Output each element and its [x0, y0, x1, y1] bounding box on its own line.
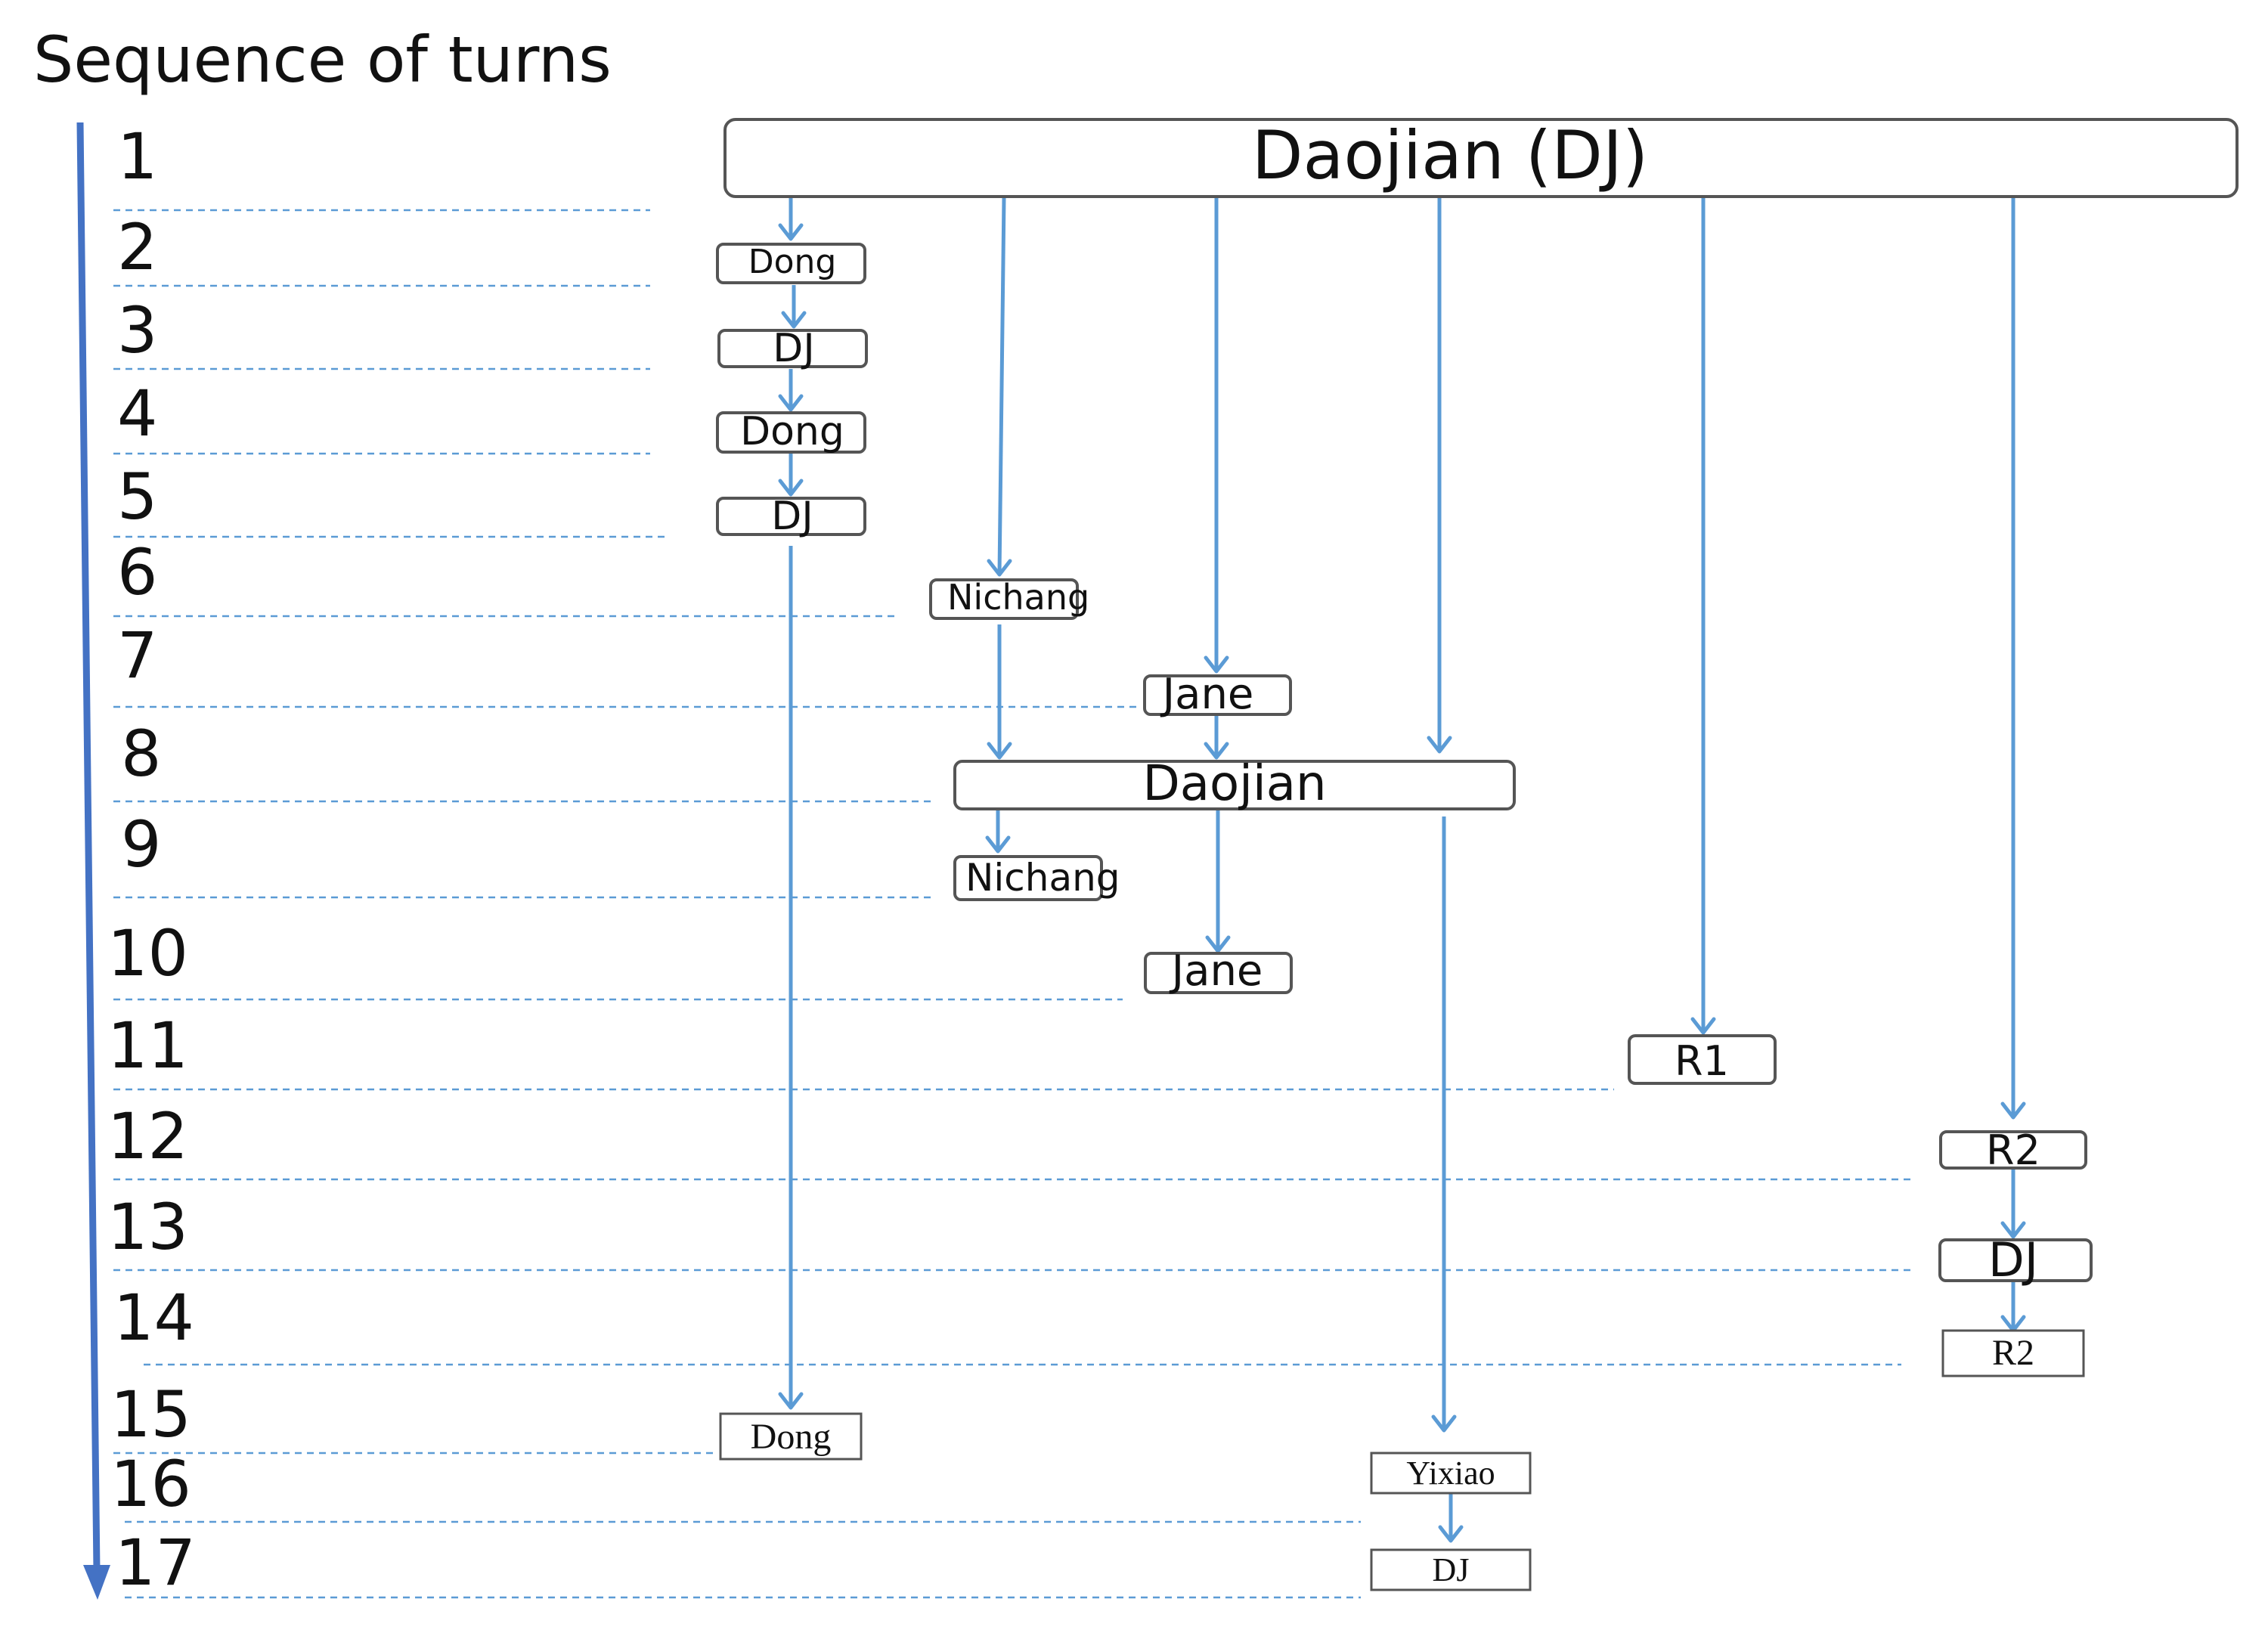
node-label: Dong — [751, 1417, 832, 1457]
node-label: R1 — [1675, 1037, 1729, 1085]
turn-number: 17 — [115, 1526, 196, 1600]
turn-number: 13 — [107, 1190, 188, 1264]
node-label: DJ — [773, 326, 814, 371]
node-r1: R1 — [1628, 1034, 1777, 1085]
speaker-nodes: Daojian (DJ) Dong DJ Dong DJ Nichang Jan… — [716, 116, 2239, 1591]
arrow-dj-to-dong-late — [778, 546, 804, 1410]
turn-number: 3 — [117, 293, 157, 367]
turn-number: 5 — [117, 460, 157, 534]
arrow-dj-to-r2 — [2000, 1282, 2026, 1333]
arrow-daojian-dj-to-jane — [1204, 198, 1229, 674]
arrow-dong-to-dj — [781, 285, 807, 329]
node-yixiao: Yixiao — [1370, 1452, 1532, 1495]
node-jane: Jane — [1143, 670, 1292, 719]
arrow-dong-to-dj — [778, 454, 804, 497]
node-label: Nichang — [965, 856, 1120, 900]
arrow-nichang-to-daojian — [987, 624, 1012, 760]
node-daojian-dj: Daojian (DJ) — [723, 116, 2239, 198]
turn-number: 2 — [117, 210, 157, 284]
turn-number: 15 — [110, 1377, 191, 1452]
node-label: Daojian (DJ) — [1252, 116, 1648, 194]
node-label: R2 — [1992, 1333, 2034, 1373]
turn-number: 14 — [113, 1281, 194, 1355]
node-label: Nichang — [947, 577, 1089, 618]
arrow-daojian-dj-to-r1 — [1690, 198, 1716, 1035]
arrow-dj-to-dong — [778, 369, 804, 412]
turn-number: 9 — [121, 807, 161, 882]
turn-number: 6 — [117, 535, 157, 609]
turn-number: 7 — [117, 618, 157, 693]
turn-number: 1 — [117, 119, 157, 194]
arrow-daojian-dj-to-dong — [778, 198, 804, 241]
arrow-daojian-to-nichang — [985, 810, 1011, 854]
arrow-daojian-dj-to-r2 — [2000, 198, 2026, 1120]
node-dj: DJ — [1370, 1548, 1532, 1591]
node-r2: R2 — [1941, 1329, 2085, 1377]
row-separators — [113, 209, 1913, 1599]
node-label: Dong — [748, 243, 837, 281]
arrow-daojian-to-jane — [1205, 810, 1231, 953]
connector-arrows — [778, 197, 2026, 1543]
turn-number: 16 — [110, 1447, 191, 1521]
node-dong: Dong — [719, 1412, 863, 1461]
node-label: DJ — [1988, 1232, 2038, 1287]
node-label: Dong — [740, 409, 844, 454]
arrow-yixiao-to-dj — [1438, 1494, 1464, 1543]
node-dong: Dong — [716, 243, 866, 284]
node-label: DJ — [771, 494, 813, 539]
node-label: R2 — [1986, 1126, 2040, 1174]
node-dong: Dong — [716, 409, 866, 454]
turn-number: 4 — [117, 376, 157, 451]
node-label: DJ — [1433, 1551, 1470, 1588]
node-dj: DJ — [717, 326, 868, 371]
diagram-title: Sequence of turns — [33, 23, 612, 97]
node-daojian: Daojian — [953, 756, 1516, 812]
node-dj: DJ — [1938, 1232, 2093, 1287]
arrow-daojian-dj-to-daojian — [1427, 198, 1452, 754]
node-r2: R2 — [1939, 1126, 2087, 1174]
turn-number: 10 — [107, 916, 188, 990]
arrow-daojian-to-yixiao — [1431, 816, 1457, 1433]
node-label: Jane — [1170, 947, 1263, 996]
turn-number: 8 — [121, 717, 161, 791]
arrow-r2-to-dj — [2000, 1169, 2026, 1239]
timeline-arrow — [76, 122, 110, 1600]
node-dj: DJ — [716, 494, 866, 539]
turn-number: 12 — [107, 1099, 188, 1173]
arrow-jane-to-daojian — [1204, 715, 1229, 760]
node-label: Yixiao — [1406, 1455, 1495, 1492]
node-nichang: Nichang — [953, 855, 1120, 901]
node-label: Daojian — [1143, 756, 1327, 812]
turn-numbers: 1 2 3 4 5 6 7 8 9 10 11 12 13 14 15 16 1… — [107, 119, 196, 1600]
turn-number: 11 — [107, 1009, 188, 1083]
node-nichang: Nichang — [929, 577, 1089, 620]
arrow-daojian-dj-to-nichang — [987, 197, 1012, 577]
node-jane: Jane — [1144, 947, 1293, 996]
node-label: Jane — [1160, 670, 1254, 719]
